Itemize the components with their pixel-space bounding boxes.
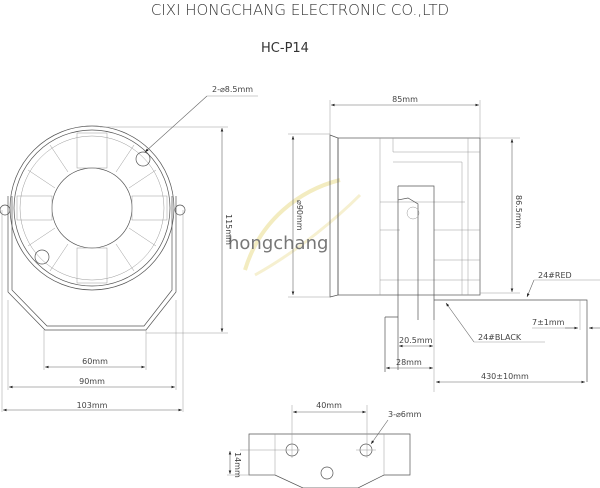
body-height-label: 86.5mm	[514, 195, 523, 229]
front-view: 115mm 60mm 90mm 103mm 2-⌀8.5mm	[0, 85, 258, 412]
diameter-90-label: ⌀90mm	[295, 200, 304, 231]
watermark-text: hongchang	[228, 233, 328, 254]
bracket-28-label: 28mm	[396, 358, 422, 367]
hole-spacing-label: 40mm	[316, 401, 342, 410]
company-title: CIXI HONGCHANG ELECTRONIC CO.,LTD	[151, 1, 449, 19]
width-60-label: 60mm	[82, 357, 108, 366]
strip-length-label: 7±1mm	[532, 318, 565, 327]
bottom-view: 40mm 3-⌀6mm 14mm	[227, 401, 422, 488]
bottom-height-label: 14mm	[233, 452, 242, 478]
red-wire-label: 24#RED	[538, 271, 572, 280]
length-85-label: 85mm	[392, 95, 418, 104]
wire-length-label: 430±10mm	[481, 372, 529, 381]
width-103-label: 103mm	[77, 401, 108, 410]
front-height-label: 115mm	[224, 214, 233, 245]
bottom-holes-label: 3-⌀6mm	[388, 410, 422, 419]
watermark-logo: hongchang	[228, 178, 362, 277]
model-number: HC-P14	[261, 41, 309, 56]
mount-holes-label: 2-⌀8.5mm	[212, 85, 253, 94]
black-wire-label: 24#BLACK	[478, 333, 522, 342]
bracket-20-label: 20.5mm	[399, 336, 433, 345]
width-90-label: 90mm	[79, 377, 105, 386]
side-view: 85mm ⌀90mm 86.5mm 24#RED 24#BLACK 7±1mm …	[288, 95, 600, 392]
